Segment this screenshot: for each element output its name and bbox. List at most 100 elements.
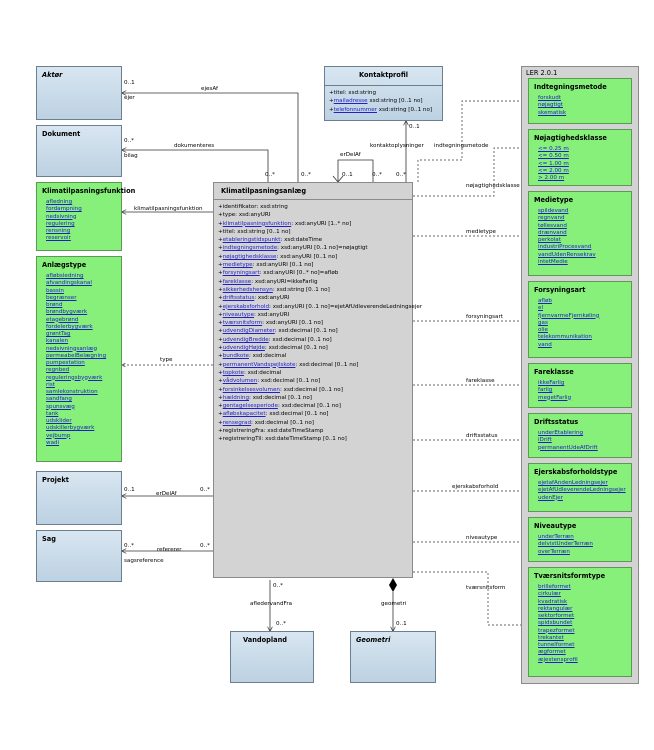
- attribute-text: : xsd:anyURI: [254, 295, 290, 302]
- class-projekt-title: Projekt: [42, 476, 69, 484]
- attribute-row: +identifikator: xsd:string: [218, 203, 408, 211]
- enum-value: reservoir: [46, 235, 71, 242]
- enum-value: skematisk: [538, 109, 567, 116]
- enum-value: trapezformet: [538, 627, 575, 634]
- attribute-link[interactable]: mailadresse: [333, 98, 368, 105]
- attribute-text: : xsd:decimal [0..1 no]: [274, 328, 338, 335]
- class-kontaktprofil[interactable]: Kontaktprofil +titel: xsd:string+mailadr…: [324, 66, 443, 121]
- attribute-link[interactable]: sikkerhedshensyn: [222, 286, 273, 293]
- enum-value: regnvand: [538, 215, 565, 222]
- ler-enum-title: Forsyningsart: [534, 286, 586, 294]
- attribute-text: +: [218, 286, 223, 293]
- class-aktor[interactable]: Aktør: [36, 66, 122, 120]
- enum-value: trekantet: [538, 634, 564, 641]
- enum-value: <= 0.25 m: [538, 146, 569, 152]
- attribute-row: +bundkote: xsd:decimal: [218, 352, 408, 360]
- class-sag[interactable]: Sag: [36, 530, 122, 582]
- attribute-text: xsd:string [0..1 no]: [377, 106, 433, 113]
- class-klimatilpasningsanlaeg[interactable]: Klimatilpasningsanlæg +identifikator: xs…: [213, 182, 422, 578]
- attribute-text: : xsd:anyURI [0..* no]=afløb: [259, 270, 339, 277]
- attribute-link[interactable]: nøjagtighedsklasse: [222, 253, 277, 260]
- attribute-link[interactable]: fareklasse: [222, 278, 252, 285]
- attribute-link[interactable]: vådvolumen: [222, 378, 258, 385]
- label-tvaersnitsform: tværsnitsform: [466, 585, 506, 591]
- class-geometri[interactable]: Geometri: [350, 631, 436, 683]
- attribute-row: +permanentVandspejlskote: xsd:decimal [0…: [218, 361, 408, 369]
- class-vandopland[interactable]: Vandopland: [230, 631, 314, 683]
- label-dok-role: bilag: [124, 153, 138, 159]
- attribute-row: +ejerskabsforhold: xsd:anyURI [0..1 no]=…: [218, 303, 422, 311]
- attribute-link[interactable]: hældning: [222, 394, 250, 401]
- attribute-text: +: [218, 353, 223, 360]
- attribute-link[interactable]: permanentVandspejlskote: [222, 361, 296, 368]
- enum-value: udskillerbygværk: [46, 425, 95, 432]
- attribute-link[interactable]: medietype: [222, 262, 253, 269]
- enum-value: fordampning: [46, 206, 82, 213]
- attribute-link[interactable]: rensegrad: [222, 419, 252, 426]
- class-projekt[interactable]: Projekt: [36, 471, 122, 525]
- label-projekt-mult: 0..1: [124, 487, 135, 493]
- label-type: type: [160, 357, 173, 363]
- label-ejesaf: ejesAf: [201, 86, 218, 92]
- attribute-text: : xsd:decimal [0..1 no]: [277, 403, 341, 410]
- enum-value: spildevand: [538, 208, 569, 214]
- enum-value: etagebrønd: [46, 316, 79, 323]
- attribute-link[interactable]: telefonnummer: [333, 106, 377, 113]
- ler-enum-values: <= 0.25 m<= 0.50 m<= 1.00 m<= 2.00 m> 2.…: [529, 144, 631, 182]
- enum-value: vejbump: [46, 432, 71, 439]
- attribute-link[interactable]: forsinkelsesvolumen: [222, 386, 280, 393]
- attribute-row: +forsyningsart: xsd:anyURI [0..* no]=afl…: [218, 269, 408, 277]
- dep-indtegningsmetode: [417, 101, 528, 182]
- enum-value: underEtablering: [538, 430, 584, 436]
- attribute-link[interactable]: niveautype: [222, 311, 255, 318]
- enum-value: sandfang: [46, 396, 72, 403]
- attribute-link[interactable]: forsyningsart: [222, 270, 260, 277]
- attribute-link[interactable]: tværsnitsform: [222, 320, 263, 327]
- dep-nojag: [413, 148, 528, 197]
- attribute-link[interactable]: udvendigBredde: [222, 336, 269, 343]
- class-dokument[interactable]: Dokument: [36, 125, 122, 177]
- attribute-link[interactable]: udvendigHøjde: [222, 345, 265, 352]
- label-driftsstatus: driftsstatus: [466, 433, 498, 439]
- attribute-text: +type: xsd:anyURI: [218, 212, 271, 219]
- enum-value: afløb: [538, 298, 552, 304]
- attribute-link[interactable]: driftsstatus: [222, 295, 255, 302]
- ler-enum-nøjagtighedsklasse[interactable]: Nøjagtighedsklasse<= 0.25 m<= 0.50 m<= 1…: [528, 129, 632, 186]
- attribute-link[interactable]: gentagelsesperiode: [222, 403, 278, 410]
- attribute-text: +: [218, 345, 223, 352]
- class-aktor-title: Aktør: [42, 71, 63, 79]
- enum-value: ægformet: [538, 649, 566, 656]
- label-afledervandfra: afledervandFra: [250, 601, 293, 607]
- attribute-link[interactable]: etableringstidspunkt: [222, 237, 281, 244]
- enum-value: > 2.00 m: [538, 175, 565, 181]
- attribute-link[interactable]: bundkote: [222, 353, 249, 360]
- attribute-row: +rensegrad: xsd:decimal [0..1 no]: [218, 419, 408, 427]
- enum-value: permeabelBelægning: [46, 352, 107, 359]
- attribute-link[interactable]: indtegningsmetode: [222, 245, 278, 252]
- class-geometri-title: Geometri: [356, 636, 391, 644]
- attribute-link[interactable]: afløbskapacitet: [222, 411, 266, 418]
- enum-value: <= 0.50 m: [538, 153, 569, 160]
- dep-tvaersnit: [413, 571, 528, 625]
- attribute-link[interactable]: ejerskabsforhold: [222, 303, 270, 310]
- attribute-link[interactable]: topkote: [222, 369, 244, 376]
- attribute-link[interactable]: udvendigDiameter: [222, 328, 275, 335]
- attribute-link[interactable]: klimatilpasningsfunktion: [222, 220, 292, 227]
- attribute-text: xsd:string [0..1 no]: [367, 98, 423, 105]
- attribute-text: +: [218, 270, 223, 277]
- attribute-text: +: [218, 386, 223, 393]
- composition-diamond: [389, 578, 397, 592]
